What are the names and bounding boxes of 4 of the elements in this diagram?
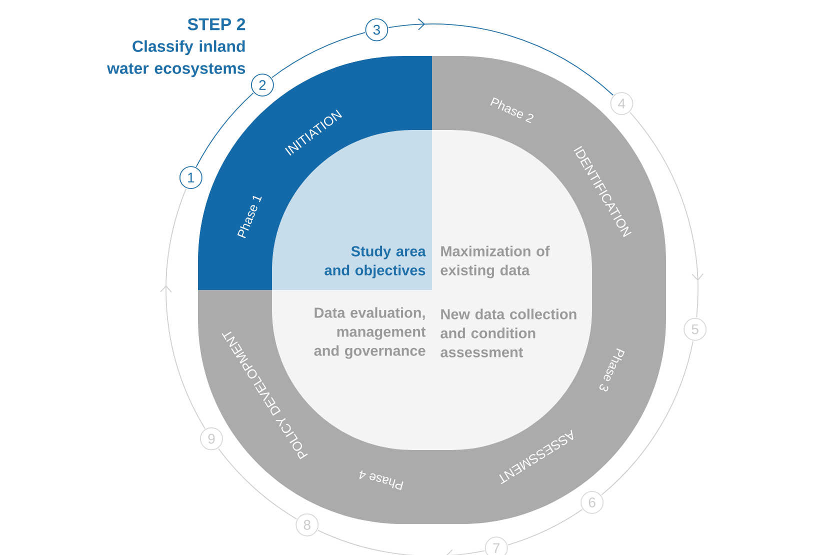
node-label: New data collection and condition assessment bbox=[440, 308, 576, 358]
node-label: Maximization of existing data bbox=[440, 246, 550, 278]
node-label: Data evaluation, management and governance bbox=[314, 307, 426, 359]
step-heading: STEP 2 bbox=[188, 18, 246, 30]
